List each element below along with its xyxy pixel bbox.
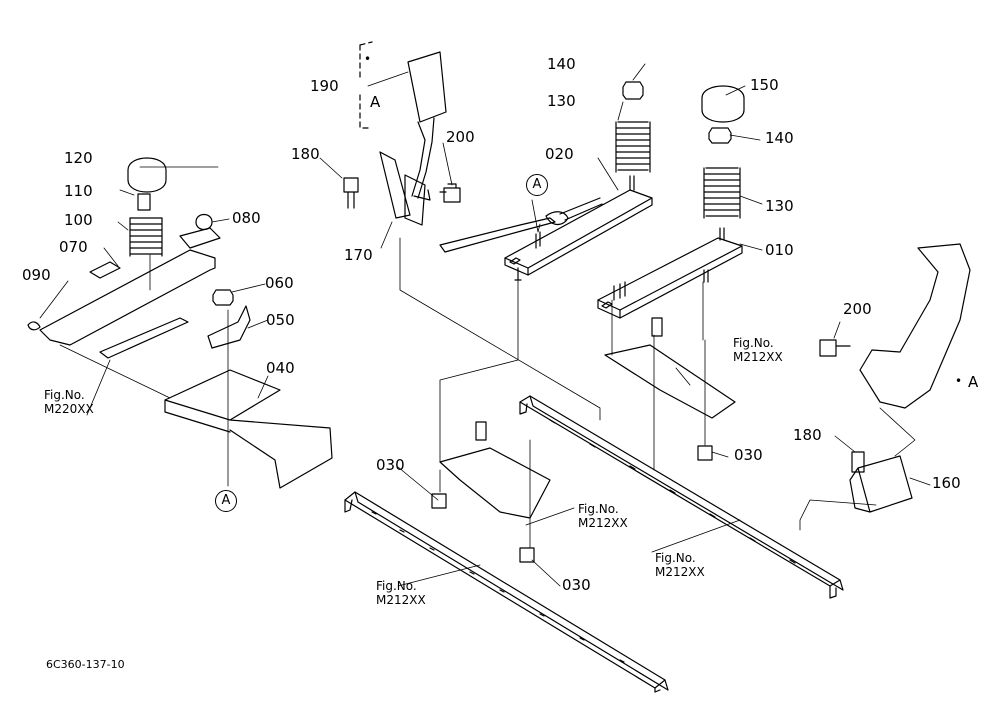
nut-030-c — [698, 446, 712, 460]
fig-ref-m220: Fig.No. M220XX — [44, 388, 94, 416]
nut-030-a — [432, 494, 446, 508]
label-110: 110 — [64, 182, 93, 200]
nut-060 — [213, 290, 233, 305]
fig-ref-m212-lower-right: Fig.No. M212XX — [655, 551, 705, 579]
bolt-center-a — [476, 422, 486, 440]
bolt-180-right — [852, 452, 864, 472]
ref-a-bracket: A — [370, 93, 381, 111]
label-180-right: 180 — [793, 426, 822, 444]
label-080: 080 — [232, 209, 261, 227]
spring-130-right — [704, 168, 740, 218]
fig-ref-m220-line1: Fig.No. — [44, 388, 85, 402]
label-150: 150 — [750, 76, 779, 94]
label-200-right: 200 — [843, 300, 872, 318]
housing-a — [860, 244, 970, 408]
label-120: 120 — [64, 149, 93, 167]
label-030-right: 030 — [734, 446, 763, 464]
label-040: 040 — [266, 359, 295, 377]
label-140-right: 140 — [765, 129, 794, 147]
rail-left-lower — [345, 492, 668, 692]
fig-ref-line1: Fig.No. — [733, 336, 774, 350]
plate-right-center — [605, 345, 735, 418]
bracket-040 — [165, 370, 332, 488]
label-060: 060 — [265, 274, 294, 292]
label-100: 100 — [64, 211, 93, 229]
ref-a-tail: A — [968, 373, 979, 391]
nut-080 — [196, 215, 212, 230]
bracket-070 — [40, 228, 220, 345]
ref-dot-right: • — [955, 374, 963, 388]
label-130-left: 130 — [547, 92, 576, 110]
strip-220 — [100, 318, 188, 358]
fig-ref-line1: Fig.No. — [655, 551, 696, 565]
ref-a-circle-bottom: A — [215, 490, 237, 512]
lever-190 — [360, 42, 446, 225]
knob-200-right — [820, 340, 850, 356]
stud-110 — [138, 194, 150, 210]
label-010: 010 — [765, 241, 794, 259]
ref-dot-top: • — [364, 52, 372, 66]
knob-200-top — [440, 184, 460, 202]
label-130-right: 130 — [765, 197, 794, 215]
spring-130-left — [616, 122, 650, 172]
label-160: 160 — [932, 474, 961, 492]
rail-right-lower — [520, 396, 843, 598]
fig-ref-m212-upper-right: Fig.No. M212XX — [733, 336, 783, 364]
spring-100 — [130, 218, 162, 256]
label-140-left: 140 — [547, 55, 576, 73]
label-020: 020 — [545, 145, 574, 163]
label-050: 050 — [266, 311, 295, 329]
nut-140-right — [709, 128, 731, 143]
fig-ref-line2: M212XX — [376, 593, 426, 607]
fig-ref-line2: M212XX — [655, 565, 705, 579]
pin-090 — [28, 322, 40, 330]
clamp-050 — [208, 306, 250, 348]
fig-ref-line2: M212XX — [578, 516, 628, 530]
label-030-bottom: 030 — [562, 576, 591, 594]
label-170: 170 — [344, 246, 373, 264]
rail-020 — [440, 176, 652, 280]
bracket-160 — [850, 456, 912, 512]
fig-ref-line1: Fig.No. — [578, 502, 619, 516]
cap-150 — [702, 86, 744, 122]
drawing-code: 6C360-137-10 — [46, 658, 125, 671]
fig-ref-m220-line2: M220XX — [44, 402, 94, 416]
fig-ref-m212-lower-left: Fig.No. M212XX — [376, 579, 426, 607]
label-200-top: 200 — [446, 128, 475, 146]
cap-120 — [128, 158, 166, 192]
bolt-center-b — [652, 318, 662, 336]
plate-left-center — [440, 448, 550, 518]
fig-ref-line1: Fig.No. — [376, 579, 417, 593]
label-190: 190 — [310, 77, 339, 95]
fig-ref-m212-center: Fig.No. M212XX — [578, 502, 628, 530]
ref-a-circle-top: A — [526, 174, 548, 196]
label-090: 090 — [22, 266, 51, 284]
label-030-left: 030 — [376, 456, 405, 474]
fig-ref-line2: M212XX — [733, 350, 783, 364]
rail-010 — [598, 228, 742, 318]
label-070: 070 — [59, 238, 88, 256]
nut-140-left — [623, 82, 643, 99]
label-180-top: 180 — [291, 145, 320, 163]
bolt-180-top — [344, 178, 358, 208]
